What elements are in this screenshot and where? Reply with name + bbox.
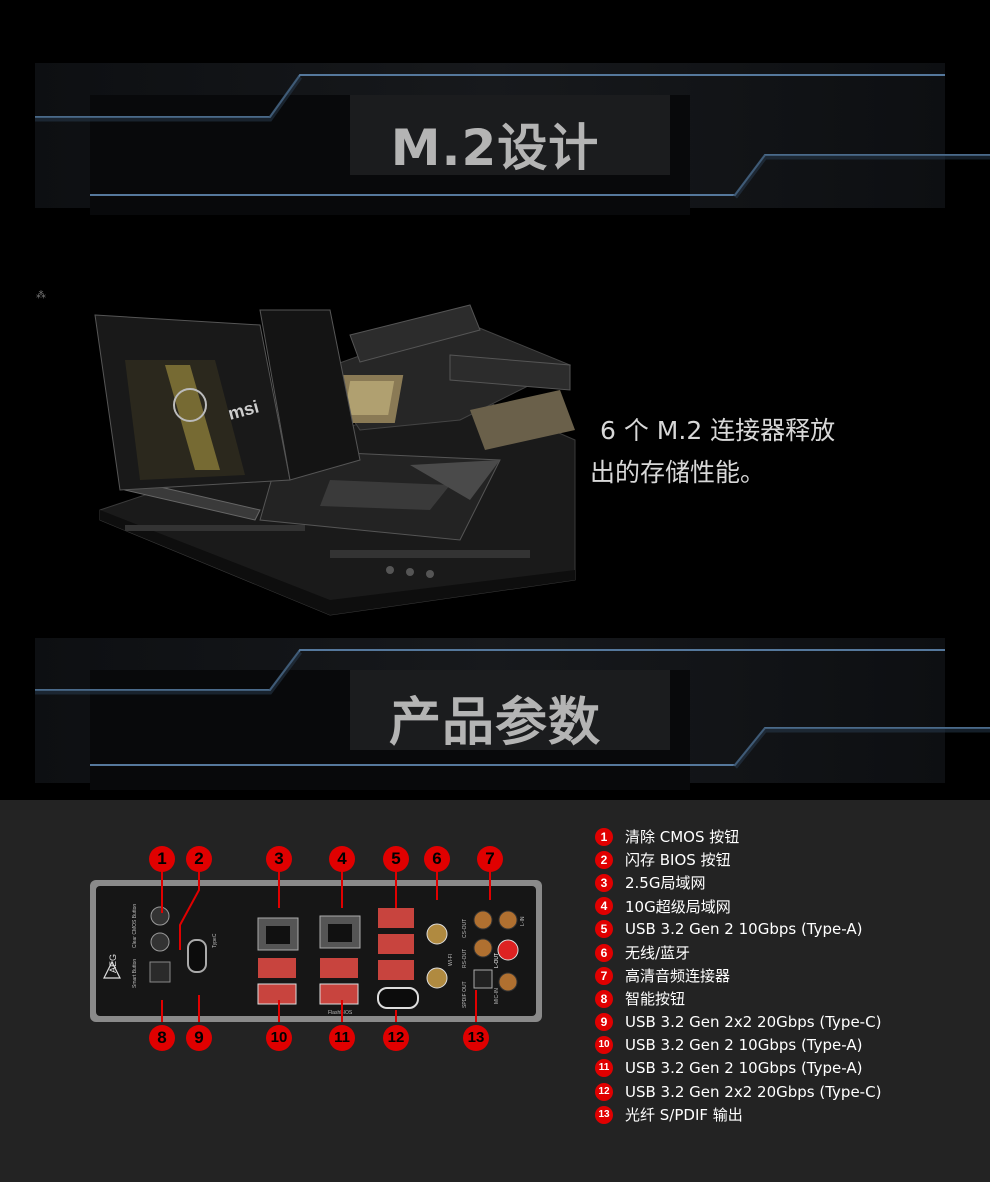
- legend-number: 13: [595, 1105, 613, 1124]
- legend-number: 8: [595, 989, 613, 1008]
- legend-number: 9: [595, 1013, 613, 1032]
- usb-port-11[interactable]: [319, 983, 359, 1005]
- legend-item: 8 智能按钮: [595, 987, 881, 1010]
- legend-label: 无线/蓝牙: [625, 944, 691, 963]
- legend-number: 2: [595, 850, 613, 869]
- legend-item: 1 清除 CMOS 按钮: [595, 825, 881, 848]
- label-wifi: WI-FI: [448, 954, 454, 966]
- usb-typec-port-9[interactable]: [187, 939, 207, 973]
- svg-text:⁂: ⁂: [36, 290, 46, 301]
- legend-number: 3: [595, 873, 613, 892]
- callout-11: 11: [329, 1025, 355, 1051]
- clear-cmos-button[interactable]: [150, 906, 170, 926]
- legend-number: 1: [595, 827, 613, 846]
- audio-l-in[interactable]: [498, 910, 518, 930]
- usb-typec-port-12[interactable]: [377, 987, 419, 1009]
- callout-12: 12: [383, 1025, 409, 1051]
- legend-item: 6 无线/蓝牙: [595, 941, 881, 964]
- label-flashbios: FlashBIOS: [328, 1010, 353, 1016]
- usb-port-5b[interactable]: [378, 934, 414, 954]
- legend-label: 清除 CMOS 按钮: [625, 828, 740, 847]
- legend-number: 11: [595, 1059, 613, 1078]
- legend-item: 9 USB 3.2 Gen 2x2 20Gbps (Type-C): [595, 1011, 881, 1034]
- callout-3: 3: [266, 846, 292, 872]
- legend-item: 10 USB 3.2 Gen 2 10Gbps (Type-A): [595, 1034, 881, 1057]
- legend-item: 7 高清音频连接器: [595, 964, 881, 987]
- legend-label: USB 3.2 Gen 2 10Gbps (Type-A): [625, 1036, 863, 1055]
- callout-5: 5: [383, 846, 409, 872]
- callout-4: 4: [329, 846, 355, 872]
- usb-port-11-top[interactable]: [320, 958, 358, 978]
- m2-description-line-1: 6 个 M.2 连接器释放: [600, 416, 836, 445]
- usb-port-5a[interactable]: [378, 908, 414, 928]
- legend-number: 4: [595, 897, 613, 916]
- motherboard-image: ⁂ msi: [36, 290, 576, 616]
- io-shield: AEG Clear CMOS Button Smart Button TypeC…: [90, 880, 542, 1022]
- callout-13: 13: [463, 1025, 489, 1051]
- legend-label: 2.5G局域网: [625, 874, 706, 893]
- legend-number: 7: [595, 966, 613, 985]
- banner-m2: [0, 55, 990, 225]
- legend-item: 12 USB 3.2 Gen 2x2 20Gbps (Type-C): [595, 1080, 881, 1103]
- port-legend: 1 清除 CMOS 按钮 2 闪存 BIOS 按钮 3 2.5G局域网 4 10G超级局…: [595, 825, 881, 1126]
- legend-item: 3 2.5G局域网: [595, 871, 881, 894]
- legend-label: USB 3.2 Gen 2 10Gbps (Type-A): [625, 920, 863, 939]
- legend-number: 5: [595, 920, 613, 939]
- callout-2: 2: [186, 846, 212, 872]
- label-clear-cmos: Clear CMOS Button: [132, 904, 138, 948]
- legend-label: 闪存 BIOS 按钮: [625, 851, 731, 870]
- specs-section-title: 产品参数: [388, 693, 601, 753]
- usb-port-10[interactable]: [257, 983, 297, 1005]
- m2-description-line-2: 出的存储性能。: [590, 458, 766, 487]
- legend-label: 10G超级局域网: [625, 897, 731, 916]
- legend-item: 5 USB 3.2 Gen 2 10Gbps (Type-A): [595, 918, 881, 941]
- banner-specs-decoration: [35, 638, 990, 790]
- flash-bios-button[interactable]: [150, 932, 170, 952]
- label-cs-out: CS-OUT: [462, 919, 468, 938]
- label-mic-in: MIC-IN: [494, 988, 500, 1004]
- legend-label: USB 3.2 Gen 2 10Gbps (Type-A): [625, 1059, 863, 1078]
- wifi-antenna-1[interactable]: [426, 923, 448, 945]
- audio-mic-in[interactable]: [498, 972, 518, 992]
- m2-description: 6 个 M.2 连接器释放 出的存储性能。: [590, 410, 890, 494]
- legend-number: 10: [595, 1036, 613, 1055]
- m2-section-title: M.2设计: [390, 119, 600, 177]
- callout-10: 10: [266, 1025, 292, 1051]
- legend-label: 高清音频连接器: [625, 967, 731, 986]
- smart-button[interactable]: [149, 961, 171, 983]
- audio-rs-out[interactable]: [473, 938, 493, 958]
- label-smart: Smart Button: [132, 959, 138, 988]
- usb-port-10-top[interactable]: [258, 958, 296, 978]
- legend-item: 2 闪存 BIOS 按钮: [595, 848, 881, 871]
- legend-label: USB 3.2 Gen 2x2 20Gbps (Type-C): [625, 1082, 882, 1101]
- legend-item: 4 10G超级局域网: [595, 895, 881, 918]
- label-l-in: L-IN: [520, 916, 526, 926]
- label-spdif: SPDIF OUT: [462, 981, 468, 1008]
- callout-6: 6: [424, 846, 450, 872]
- legend-label: 智能按钮: [625, 990, 686, 1009]
- usb-port-5c[interactable]: [378, 960, 414, 980]
- label-typec: TypeC: [212, 933, 218, 948]
- legend-label: USB 3.2 Gen 2x2 20Gbps (Type-C): [625, 1013, 882, 1032]
- legend-number: 6: [595, 943, 613, 962]
- label-rs-out: RS-OUT: [462, 949, 468, 968]
- legend-label: 光纤 S/PDIF 输出: [625, 1106, 743, 1125]
- wifi-antenna-2[interactable]: [426, 967, 448, 989]
- banner-specs: [0, 630, 990, 800]
- legend-number: 12: [595, 1082, 613, 1101]
- spdif-port[interactable]: [473, 969, 493, 989]
- callout-8: 8: [149, 1025, 175, 1051]
- audio-cs-out[interactable]: [473, 910, 493, 930]
- callout-1: 1: [149, 846, 175, 872]
- banner-m2-decoration: [35, 63, 990, 215]
- audio-l-out[interactable]: [497, 939, 519, 961]
- callout-7: 7: [477, 846, 503, 872]
- legend-item: 11 USB 3.2 Gen 2 10Gbps (Type-A): [595, 1057, 881, 1080]
- callout-9: 9: [186, 1025, 212, 1051]
- callout-lines: [161, 871, 491, 1022]
- label-l-out: L-OUT: [494, 953, 500, 968]
- legend-item: 13 光纤 S/PDIF 输出: [595, 1103, 881, 1126]
